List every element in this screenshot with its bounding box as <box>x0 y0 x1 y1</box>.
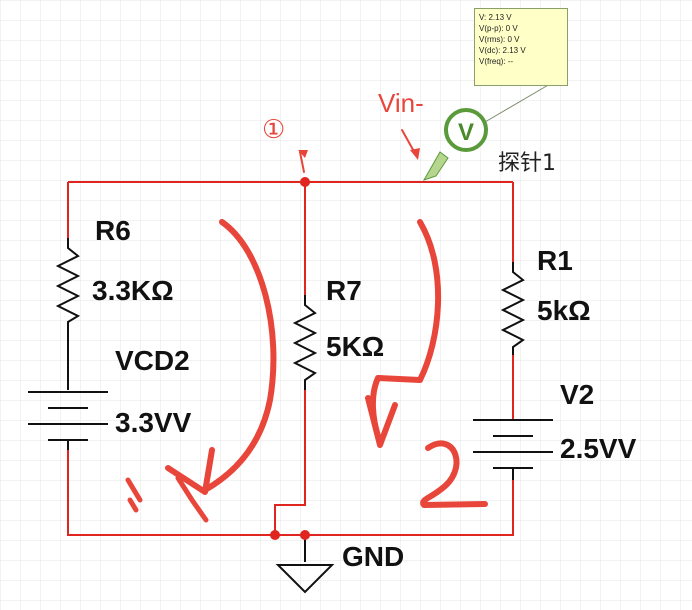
vcd2-value: 3.3VV <box>115 407 192 438</box>
resistor-r6[interactable] <box>55 238 81 330</box>
r7-name: R7 <box>326 275 362 306</box>
hand-annotations <box>125 129 488 523</box>
r6-value: 3.3KΩ <box>92 275 174 306</box>
junction-nodes <box>270 177 310 540</box>
probe-label: 探针1 <box>498 151 556 176</box>
loop2-arrowhead <box>365 395 398 448</box>
wire-right-bottom <box>275 480 514 536</box>
wire-left-bottom <box>67 450 275 536</box>
voltmeter-icon <box>444 108 488 152</box>
resistor-r1[interactable] <box>500 262 526 355</box>
battery-v2[interactable] <box>473 419 553 480</box>
r1-name: R1 <box>537 245 573 276</box>
wire-middle-bottom <box>274 390 306 535</box>
battery-vcd2[interactable] <box>28 330 108 450</box>
vin-label: Vin- <box>378 88 424 118</box>
probe-tip <box>422 151 449 181</box>
probe-reading: V(freq): -- <box>479 57 514 66</box>
node-top <box>300 177 310 187</box>
probe-readout-panel: V: 2.13 V V(p-p): 0 V V(rms): 0 V V(dc):… <box>474 8 568 86</box>
r7-value: 5KΩ <box>326 331 384 362</box>
node-bottom-right <box>300 530 310 540</box>
loop1-stroke <box>202 219 277 493</box>
r6-name: R6 <box>95 215 131 246</box>
v2-name: V2 <box>560 379 594 410</box>
loop2-digit <box>420 440 488 508</box>
voltmeter-symbol: V <box>458 119 474 146</box>
probe-reading: V(p-p): 0 V <box>479 24 518 33</box>
gnd-label: GND <box>342 541 404 572</box>
v2-value: 2.5VV <box>560 433 637 464</box>
probe-reading: V(dc): 2.13 V <box>479 46 526 55</box>
vcd2-name: VCD2 <box>115 345 190 376</box>
probe-leader-line <box>484 83 551 123</box>
probe-reading: V(rms): 0 V <box>479 35 520 44</box>
resistor-r7[interactable] <box>292 295 318 390</box>
loop1-arrowhead <box>165 447 215 495</box>
probe-reading: V: 2.13 V <box>479 13 512 22</box>
loop1-digit <box>125 477 143 513</box>
r1-value: 5kΩ <box>537 295 591 326</box>
node-bottom-left <box>270 530 280 540</box>
node-marker-label: ① <box>262 115 285 145</box>
probe-assembly[interactable]: V 探针1 <box>422 83 556 181</box>
node1-arrow <box>299 151 305 173</box>
